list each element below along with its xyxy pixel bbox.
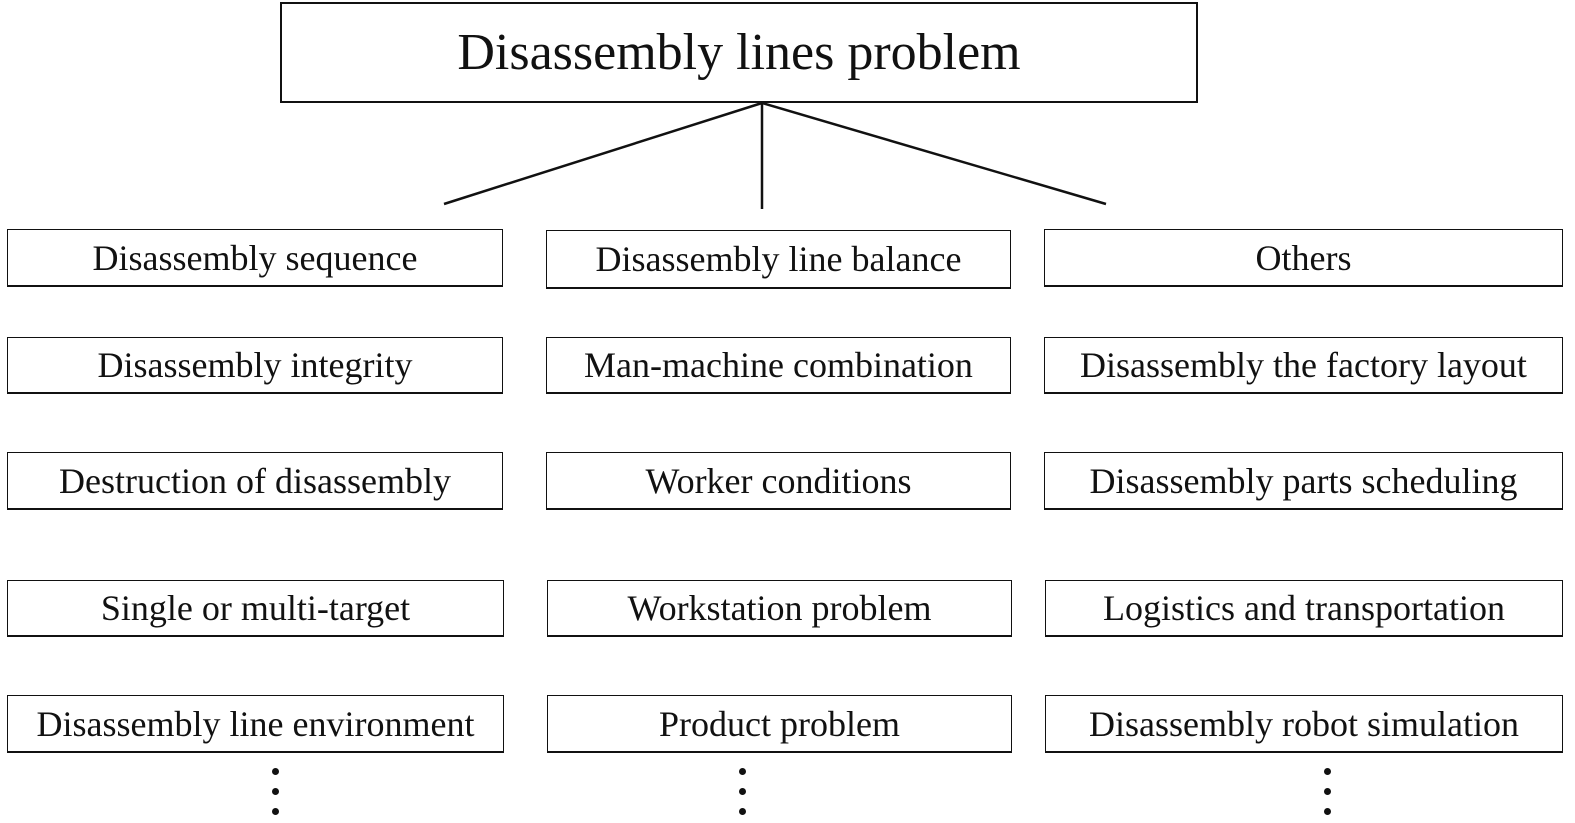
- list-item: Disassembly the factory layout: [1044, 337, 1563, 394]
- list-item: Destruction of disassembly: [7, 452, 503, 510]
- list-item: Disassembly parts scheduling: [1044, 452, 1563, 510]
- column-header-disassembly-line-balance: Disassembly line balance: [546, 230, 1011, 289]
- root-node: Disassembly lines problem: [280, 2, 1198, 103]
- list-item: Disassembly line environment: [7, 695, 504, 753]
- connector-line-left: [443, 101, 763, 206]
- list-item: Worker conditions: [546, 452, 1011, 510]
- column-header-others: Others: [1044, 229, 1563, 287]
- list-item: Disassembly integrity: [7, 337, 503, 394]
- list-item: Product problem: [547, 695, 1012, 753]
- continuation-dots-icon: [1322, 768, 1334, 816]
- list-item: Man-machine combination: [546, 337, 1011, 394]
- list-item: Logistics and transportation: [1045, 580, 1563, 637]
- continuation-dots-icon: [270, 768, 282, 816]
- list-item: Single or multi-target: [7, 580, 504, 637]
- continuation-dots-icon: [737, 768, 749, 816]
- list-item: Workstation problem: [547, 580, 1012, 637]
- list-item: Disassembly robot simulation: [1045, 695, 1563, 753]
- column-header-disassembly-sequence: Disassembly sequence: [7, 229, 503, 287]
- connector-line-right: [761, 101, 1107, 206]
